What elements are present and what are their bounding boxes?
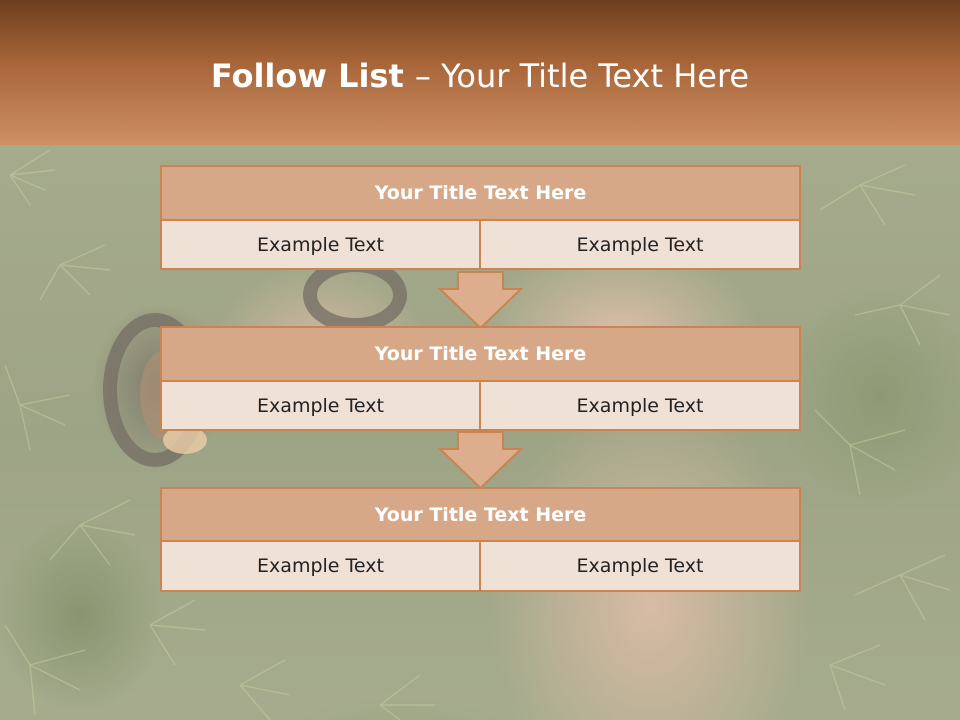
block-2-left-cell[interactable]: Example Text [160,382,481,431]
block-2-right-cell[interactable]: Example Text [479,382,801,431]
block-3-right-cell[interactable]: Example Text [479,542,801,592]
title-subtitle: – Your Title Text Here [414,57,750,95]
block-3-left-cell[interactable]: Example Text [160,542,481,592]
block-1-left-cell[interactable]: Example Text [160,221,481,270]
block-1-right-cell[interactable]: Example Text [479,221,801,270]
title-main: Follow List [210,57,415,95]
down-arrow-2-icon [438,431,523,489]
block-1-title[interactable]: Your Title Text Here [160,165,801,221]
down-arrow-1-icon [438,271,523,329]
title-bar: Follow List – Your Title Text Here [0,0,960,145]
block-3-title[interactable]: Your Title Text Here [160,487,801,542]
slide-title: Follow List – Your Title Text Here [0,56,960,96]
list-block-2: Your Title Text Here Example Text Exampl… [160,326,801,433]
list-block-3: Your Title Text Here Example Text Exampl… [160,487,801,592]
block-2-title[interactable]: Your Title Text Here [160,326,801,382]
list-block-1: Your Title Text Here Example Text Exampl… [160,165,801,272]
